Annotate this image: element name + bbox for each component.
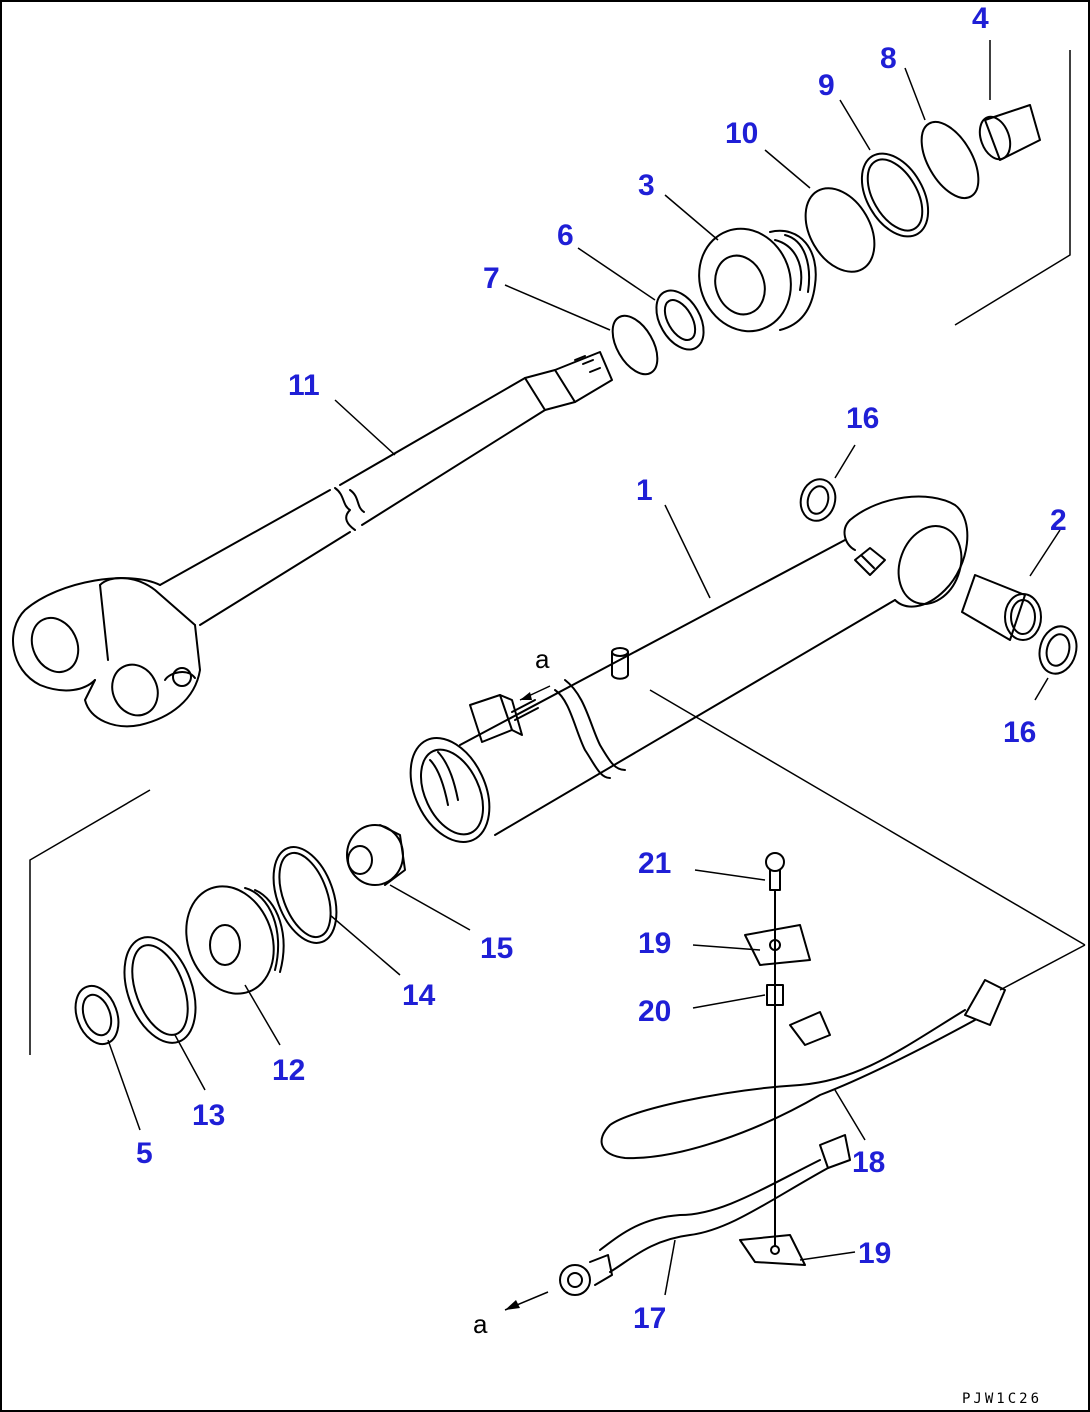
piston-12 bbox=[185, 885, 285, 995]
callout-21: 21 bbox=[638, 847, 671, 880]
callout-7: 7 bbox=[483, 262, 500, 295]
callout-14: 14 bbox=[402, 979, 436, 1012]
boundary-line-lower bbox=[29, 789, 151, 1055]
arrow-label-a-lower: a bbox=[473, 1309, 488, 1339]
dust-seal-lower bbox=[1038, 625, 1078, 675]
hose-17 bbox=[559, 1134, 851, 1296]
callout-17: 17 bbox=[633, 1302, 666, 1335]
ring-10 bbox=[804, 187, 876, 273]
hose-18 bbox=[600, 979, 1006, 1160]
cylinder-tube-part bbox=[409, 495, 969, 843]
callout-8: 8 bbox=[880, 42, 897, 75]
leader-lines bbox=[107, 40, 1061, 1296]
callout-13: 13 bbox=[192, 1099, 225, 1132]
clamp-19-lower bbox=[739, 1234, 806, 1266]
callout-4: 4 bbox=[972, 2, 989, 35]
boundary-line-upper bbox=[954, 50, 1071, 326]
callout-2: 2 bbox=[1050, 504, 1067, 537]
seal-5 bbox=[74, 984, 120, 1046]
ring-8 bbox=[920, 121, 980, 199]
callout-10: 10 bbox=[725, 117, 758, 150]
spacer-20 bbox=[766, 984, 784, 1006]
drawing-code: PJW1C26 bbox=[962, 1391, 1042, 1407]
callout-1: 1 bbox=[636, 474, 653, 507]
bushing-4 bbox=[978, 104, 1041, 161]
callout-9: 9 bbox=[818, 69, 835, 102]
callout-19-upper: 19 bbox=[638, 927, 671, 960]
callout-6: 6 bbox=[557, 219, 574, 252]
ring-13 bbox=[123, 936, 197, 1044]
nut-15 bbox=[346, 824, 406, 886]
callout-19-lower: 19 bbox=[858, 1237, 891, 1270]
ring-9 bbox=[860, 152, 930, 238]
callout-5: 5 bbox=[136, 1137, 153, 1170]
hose-view-line-2 bbox=[999, 944, 1086, 991]
dust-seal-upper bbox=[799, 478, 837, 522]
piston-rod-part bbox=[12, 351, 613, 728]
callout-3: 3 bbox=[638, 169, 655, 202]
ring-14 bbox=[272, 846, 338, 944]
arrow-label-a-upper: a bbox=[535, 644, 550, 674]
cylinder-head-part bbox=[698, 227, 817, 333]
ring-7 bbox=[611, 314, 659, 376]
callout-18: 18 bbox=[852, 1146, 885, 1179]
clamp-19-upper bbox=[744, 924, 811, 966]
callout-16-lower: 16 bbox=[1003, 716, 1036, 749]
seal-6 bbox=[655, 289, 705, 351]
bushing-part bbox=[961, 574, 1042, 641]
callout-11: 11 bbox=[288, 369, 320, 402]
callout-20: 20 bbox=[638, 995, 671, 1028]
callout-16-upper: 16 bbox=[846, 402, 879, 435]
callout-15: 15 bbox=[480, 932, 513, 965]
callout-12: 12 bbox=[272, 1054, 305, 1087]
